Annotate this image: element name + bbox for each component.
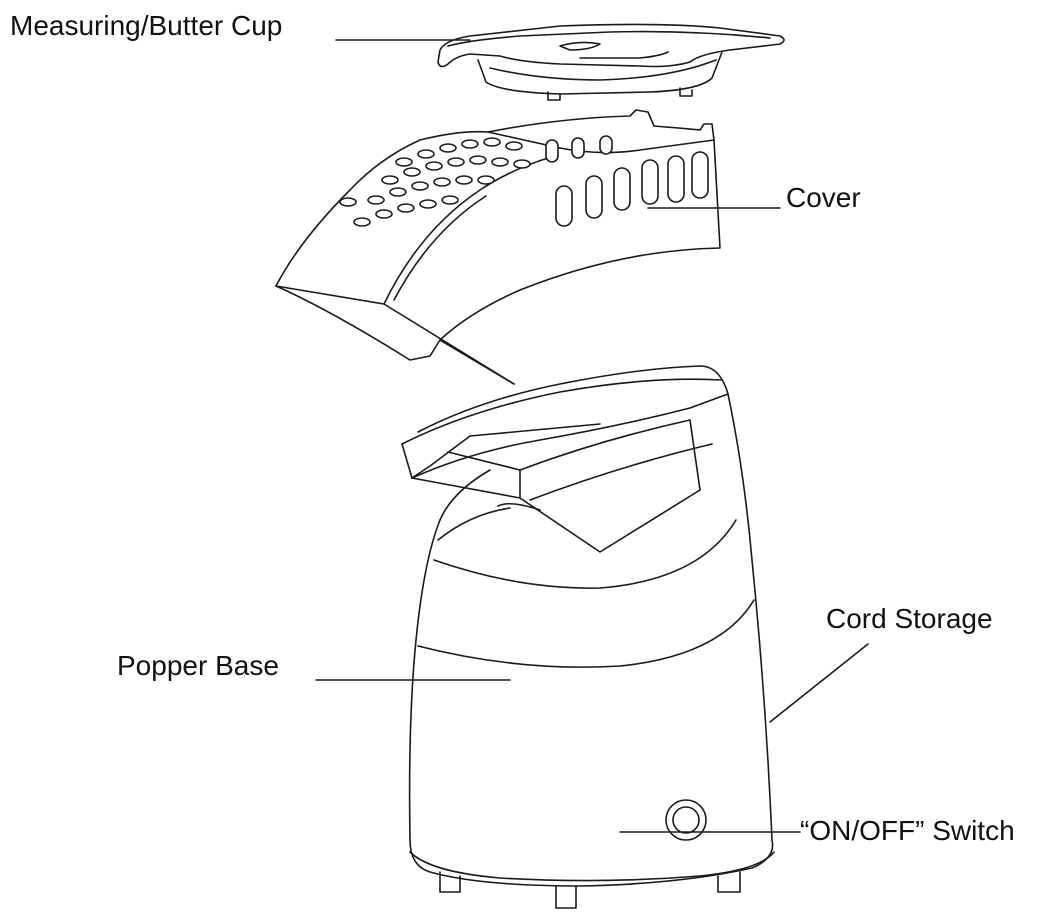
label-measuring-butter-cup: Measuring/Butter Cup (10, 10, 283, 41)
leader-line-cord-storage (769, 643, 869, 723)
popper-base (401, 365, 775, 909)
measuring-butter-cup (437, 23, 785, 101)
label-on-off-switch: “ON/OFF” Switch (800, 815, 1015, 846)
label-cord-storage: Cord Storage (826, 603, 993, 634)
label-popper-base: Popper Base (117, 650, 279, 681)
cover (275, 109, 721, 385)
label-cover: Cover (786, 182, 861, 213)
